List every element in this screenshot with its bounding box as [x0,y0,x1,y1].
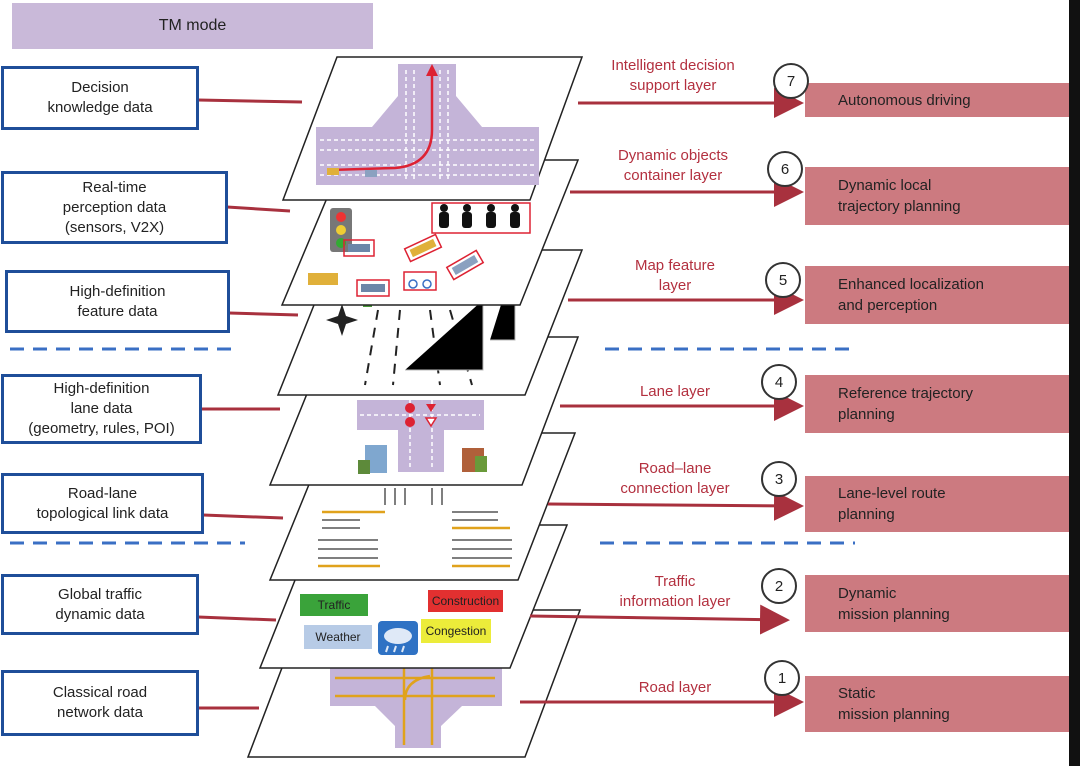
pedestrians-icon [431,202,531,234]
input-connector-3 [228,311,299,317]
input-connector-2 [226,205,291,213]
lane-connection-arrows [318,488,512,568]
layer-number-5: 5 [765,262,801,298]
vehicles-icons [308,233,485,297]
congestion-chip: Congestion [421,619,491,643]
layer-label-5: Map feature layer [634,257,716,294]
input-box-hd-feature: High-definition feature data [5,270,230,333]
output-arrow-2 [529,604,790,635]
output-arrow-3 [547,490,804,521]
layer-number-6: 6 [767,151,803,187]
layer-label-7: Intelligent decision support layer [611,57,735,94]
input-connector-6 [197,615,277,622]
input-box-road-lane-topology: Road-lane topological link data [1,473,204,534]
input-connector-1 [197,98,303,104]
layer-number-3: 3 [761,461,797,497]
weather-icon [378,621,418,655]
edge-bar [1069,0,1080,766]
input-box-hd-lane: High-definition lane data (geometry, rul… [1,374,202,444]
building-icon-left [358,445,387,474]
output-box-1: Static mission planning [805,676,1070,732]
input-box-global-traffic: Global traffic dynamic data [1,574,199,635]
compass-icon [326,304,358,336]
construction-chip: Construction [428,590,503,612]
input-box-classical-road: Classical road network data [1,670,199,736]
weather-chip: Weather [304,625,372,649]
layer-number-7: 7 [773,63,809,99]
traffic-chip: Traffic [300,594,368,616]
layer-label-6: Dynamic objects container layer [617,147,729,184]
lane-layer-intersection [357,400,484,472]
output-box-7: Autonomous driving [805,83,1070,117]
input-box-real-time-perception: Real-time perception data (sensors, V2X) [1,171,228,244]
output-box-2: Dynamic mission planning [805,575,1070,632]
output-box-3: Lane-level route planning [805,476,1070,532]
layer-number-1: 1 [764,660,800,696]
mode-banner: TM mode [12,3,373,49]
output-box-4: Reference trajectory planning [805,375,1070,433]
output-box-5: Enhanced localization and perception [805,266,1070,324]
layer-label-4: Lane layer [639,383,711,400]
input-connector-5 [202,513,284,520]
layer-label-2: Traffic information layer [619,573,731,610]
input-box-decision-knowledge: Decision knowledge data [1,66,199,130]
decision-layer-intersection [316,64,539,185]
layer-number-2: 2 [761,568,797,604]
layer-label-3: Road–lane connection layer [620,460,730,497]
layer-number-4: 4 [761,364,797,400]
layer-label-1: Road layer [638,679,712,696]
output-box-6: Dynamic local trajectory planning [805,167,1070,225]
building-icon-right [462,448,487,472]
